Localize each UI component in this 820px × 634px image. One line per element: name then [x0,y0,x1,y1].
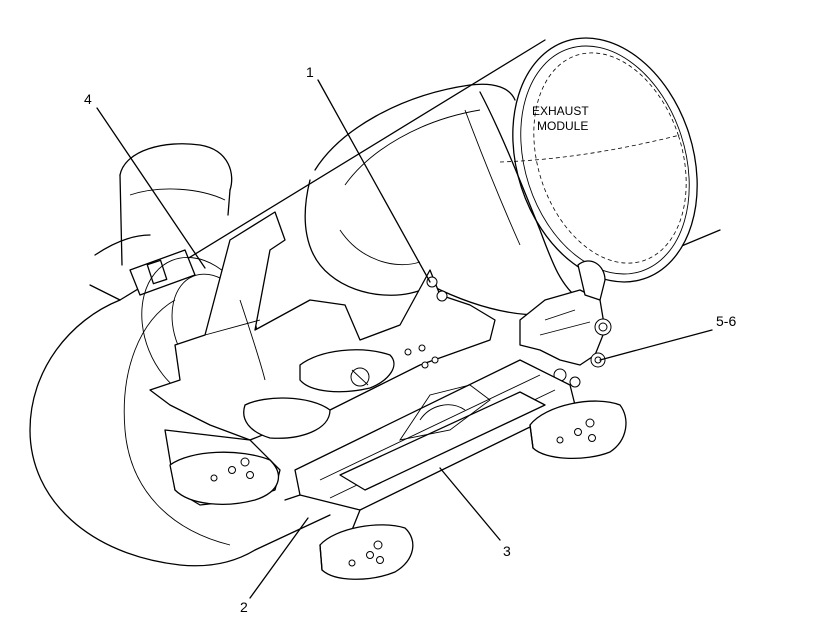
upper-bracket [149,211,496,441]
module-label-line1: EXHAUST [532,104,589,118]
exhaust-module-body [29,37,721,567]
right-bracket [519,260,612,392]
leader-line-3 [439,467,501,541]
exhaust-elbow [304,83,581,316]
callout-4: 4 [84,91,92,107]
callout-2: 2 [240,599,248,615]
leader-line-1 [317,79,431,283]
callout-1: 1 [306,64,314,80]
leader-line-2 [249,517,309,599]
lower-frame [284,359,576,536]
mounting-feet [164,400,627,580]
module-label-line2: MODULE [537,119,588,133]
callout-3: 3 [503,543,511,559]
callout-5-6: 5-6 [716,313,736,329]
leader-line-5-6 [599,329,713,361]
leader-lines [96,79,713,599]
leader-line-4 [96,107,206,269]
